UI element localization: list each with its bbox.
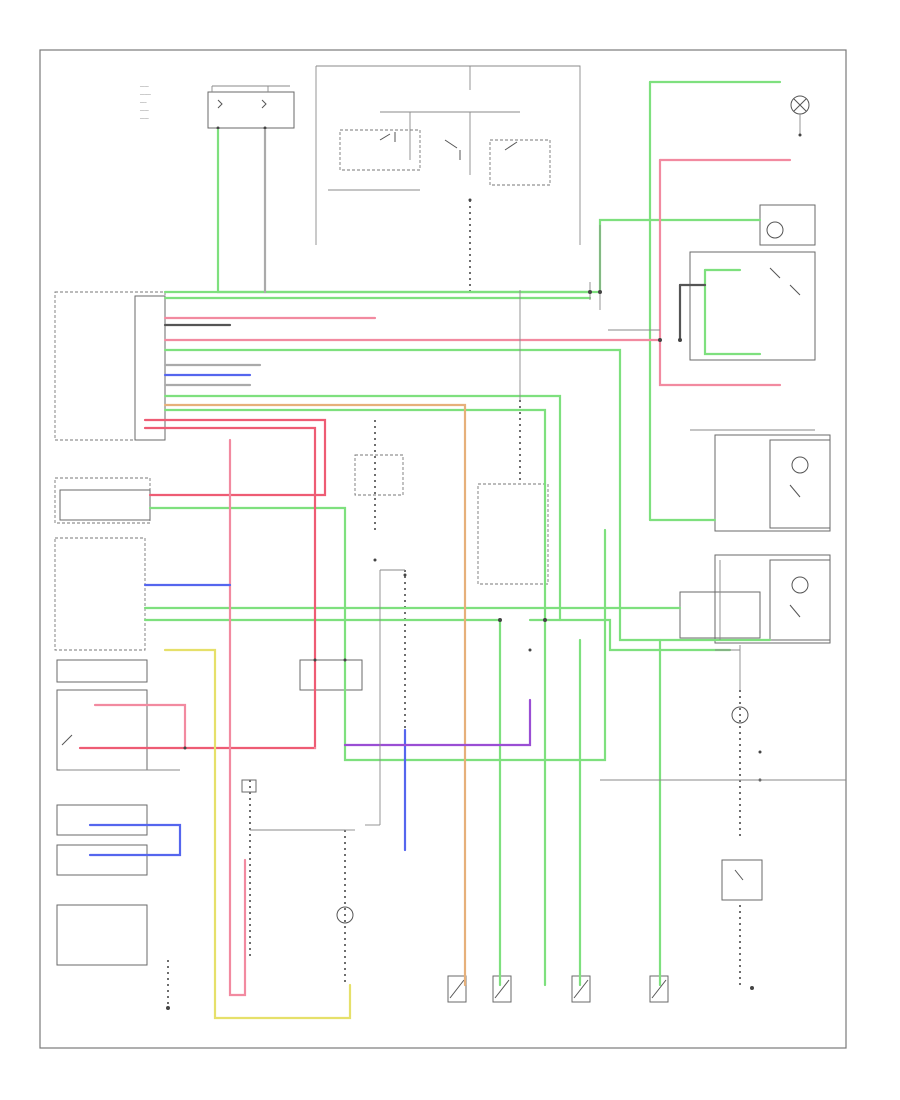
control-unit: [54, 291, 170, 1010]
right-side-components: [679, 95, 831, 990]
center-components: [241, 400, 549, 985]
svg-text:───: ───: [139, 101, 147, 105]
wire-green-1: [216, 128, 592, 294]
wire-red-1: [143, 418, 327, 497]
svg-text:────: ────: [139, 109, 149, 113]
wire-yellow-1: [163, 648, 352, 1020]
door-actuators: [447, 975, 669, 1003]
combination-switch-assembly: [315, 65, 581, 292]
svg-text:────: ────: [139, 85, 149, 89]
underhood-fuse-box: ──── ───── ─── ──── ────: [139, 85, 295, 130]
diagram-frame: [39, 49, 847, 1049]
svg-text:─────: ─────: [139, 93, 152, 97]
svg-text:────: ────: [139, 117, 149, 121]
